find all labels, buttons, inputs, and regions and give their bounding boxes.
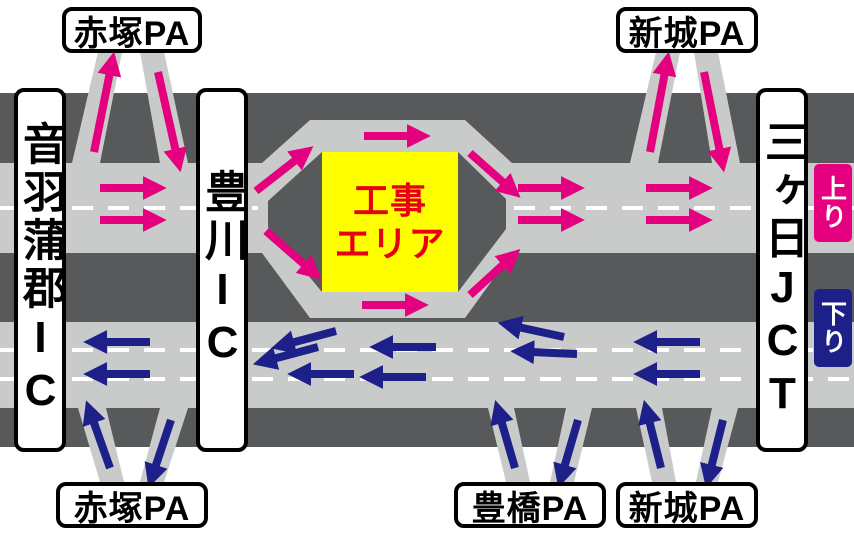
label-akatsuka-pa-bottom: 赤塚PA xyxy=(56,482,208,528)
up-arrow-pa-exit xyxy=(646,51,677,153)
label-mikkabi-jct: 三ヶ日JCT xyxy=(756,88,808,452)
up-arrow-split-top xyxy=(253,146,314,195)
up-arrow-pa-entry xyxy=(700,71,732,173)
down-arrow-shift xyxy=(252,343,320,370)
label-toyohashi-pa-bottom: 豊橋PA xyxy=(454,482,606,528)
construction-area-line1: 工事 xyxy=(352,179,427,221)
up-direction-arrows xyxy=(90,51,732,317)
down-arrow-pa-exit xyxy=(700,419,727,489)
label-akatsuka-pa-top: 赤塚PA xyxy=(62,7,202,53)
gore-right xyxy=(458,152,506,292)
label-toyokawa-ic: 豊川IC xyxy=(196,88,248,452)
down-arrow xyxy=(510,340,578,365)
up-arrow-merge-top xyxy=(467,150,521,198)
badge-down-direction: 下り xyxy=(814,289,852,367)
down-arrow-pa-exit xyxy=(553,418,582,488)
up-arrow-pa-entry xyxy=(154,71,188,173)
lower-carriageway xyxy=(0,322,854,408)
down-direction-arrows xyxy=(82,315,727,489)
down-arrow-pa-entry xyxy=(490,400,519,470)
label-shinshiro-pa-top: 新城PA xyxy=(616,7,758,53)
up-arrow-merge-bottom xyxy=(467,248,521,298)
badge-up-direction: 上り xyxy=(814,164,852,242)
up-arrow-split-bottom xyxy=(263,227,322,280)
down-arrow-shift xyxy=(497,315,565,341)
down-arrow-pa-exit xyxy=(144,418,175,488)
down-arrow-pa-entry xyxy=(82,400,114,470)
label-otowa-gamagori-ic: 音羽蒲郡IC xyxy=(14,88,66,452)
label-shinshiro-pa-bottom: 新城PA xyxy=(616,482,758,528)
up-arrow-pa-exit xyxy=(90,51,122,153)
construction-area-line2: エリア xyxy=(334,223,446,264)
down-arrow-pa-entry xyxy=(638,399,665,469)
construction-area-box: 工事 エリア xyxy=(322,152,458,292)
down-arrow-shift xyxy=(270,327,338,354)
